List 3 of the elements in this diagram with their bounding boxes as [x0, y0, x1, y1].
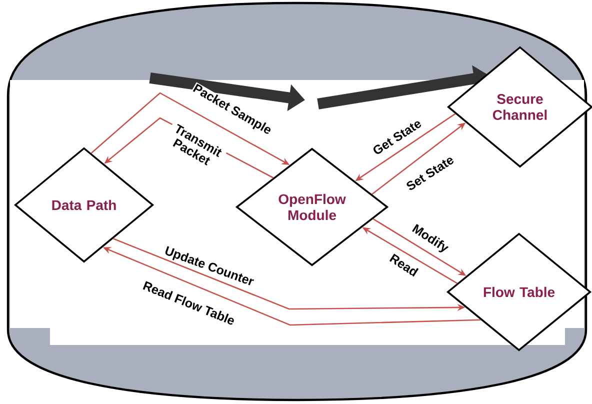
- node-label: Secure Channel: [492, 94, 547, 120]
- node-label: Flow Table: [484, 286, 555, 298]
- edge-label: Read Flow Table: [141, 280, 237, 326]
